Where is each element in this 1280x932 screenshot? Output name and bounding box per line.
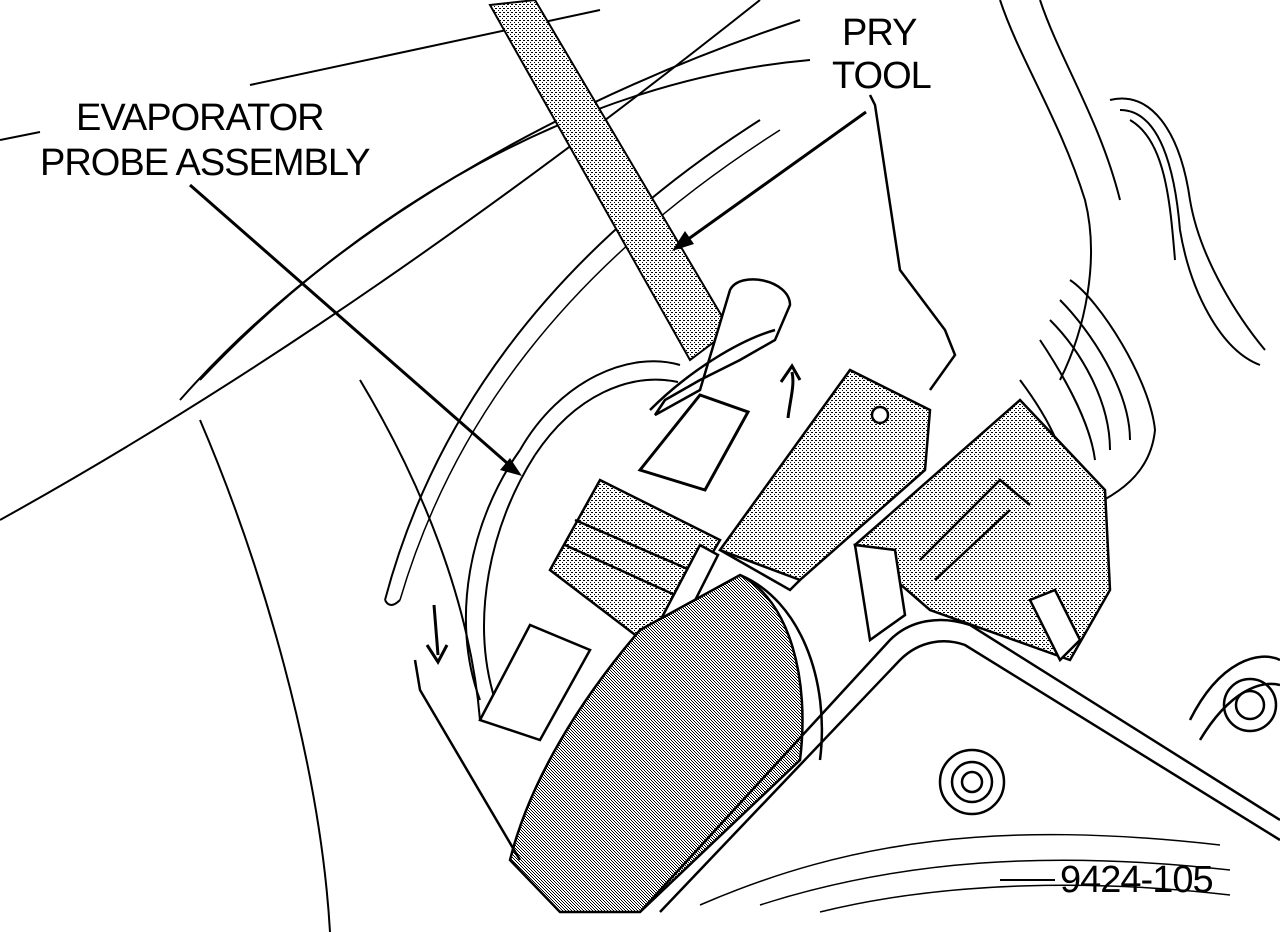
figure-id: 9424-105 bbox=[1060, 859, 1213, 901]
pry-tool-leader-line bbox=[672, 110, 867, 251]
mounting-bracket bbox=[718, 94, 957, 592]
retaining-clip bbox=[637, 278, 792, 492]
housing-outline bbox=[0, 0, 811, 932]
motion-arrow-down bbox=[425, 604, 449, 665]
pry-label-line2: TOOL bbox=[832, 55, 931, 97]
motion-arrow-up bbox=[779, 363, 802, 419]
probe-tube bbox=[464, 360, 681, 701]
harness-connector bbox=[853, 398, 1112, 663]
pry-label-line1: PRY bbox=[842, 12, 917, 54]
evaporator-label-line2: PROBE ASSEMBLY bbox=[40, 142, 370, 184]
probe-connector bbox=[478, 478, 722, 742]
evaporator-label-line1: EVAPORATOR bbox=[76, 97, 324, 139]
evaporator-leader-line bbox=[189, 183, 522, 476]
evaporator-housing bbox=[413, 573, 824, 914]
blower-housing-cover bbox=[639, 618, 1280, 913]
